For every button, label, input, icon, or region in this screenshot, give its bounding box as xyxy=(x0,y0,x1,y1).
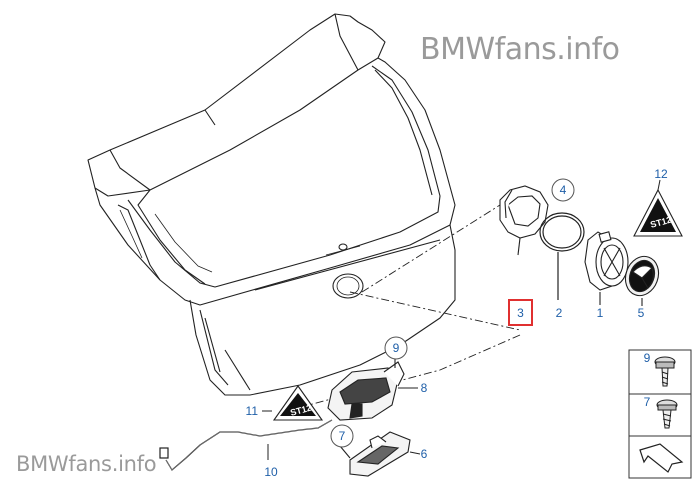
part-3-housing xyxy=(499,185,549,256)
fastener-panel: 9 7 xyxy=(628,349,692,479)
svg-text:3: 3 xyxy=(517,306,524,320)
svg-text:7: 7 xyxy=(339,429,346,443)
tailgate xyxy=(87,13,456,396)
callout-5: 5 xyxy=(638,306,645,320)
callout-2: 2 xyxy=(556,306,563,320)
callout-6: 6 xyxy=(421,447,428,461)
callout-1: 1 xyxy=(597,306,604,320)
part-6-striker xyxy=(339,431,421,477)
callout-8: 8 xyxy=(421,381,428,395)
part-5-roundel xyxy=(624,255,660,306)
screw-7-icon xyxy=(656,399,678,429)
part-2-gasket xyxy=(539,212,585,300)
callout-4: 4 xyxy=(551,178,575,202)
callout-10: 10 xyxy=(264,465,278,479)
side-callout-9: 9 xyxy=(644,351,651,365)
part-8-lock xyxy=(327,352,418,421)
leader-lines xyxy=(289,204,521,411)
svg-text:4: 4 xyxy=(560,183,567,197)
part-12-warning-label: ST12 xyxy=(633,179,683,237)
watermark-bottom: BMWfans.info xyxy=(16,452,157,476)
callout-9-circle: 9 xyxy=(384,336,408,360)
part-1-mount xyxy=(584,231,629,305)
side-callout-7: 7 xyxy=(644,395,651,409)
callout-3-highlighted[interactable]: 3 xyxy=(508,299,533,326)
callout-7-circle: 7 xyxy=(330,424,354,448)
screw-9-icon xyxy=(654,356,676,387)
watermark-top: BMWfans.info xyxy=(420,32,620,67)
part-11-warning-label: ST12 xyxy=(262,385,324,421)
callout-11: 11 xyxy=(246,404,259,418)
svg-text:9: 9 xyxy=(393,341,400,355)
part-10-cable xyxy=(159,419,333,471)
callout-12: 12 xyxy=(654,167,668,181)
arrow-icon xyxy=(639,443,684,473)
